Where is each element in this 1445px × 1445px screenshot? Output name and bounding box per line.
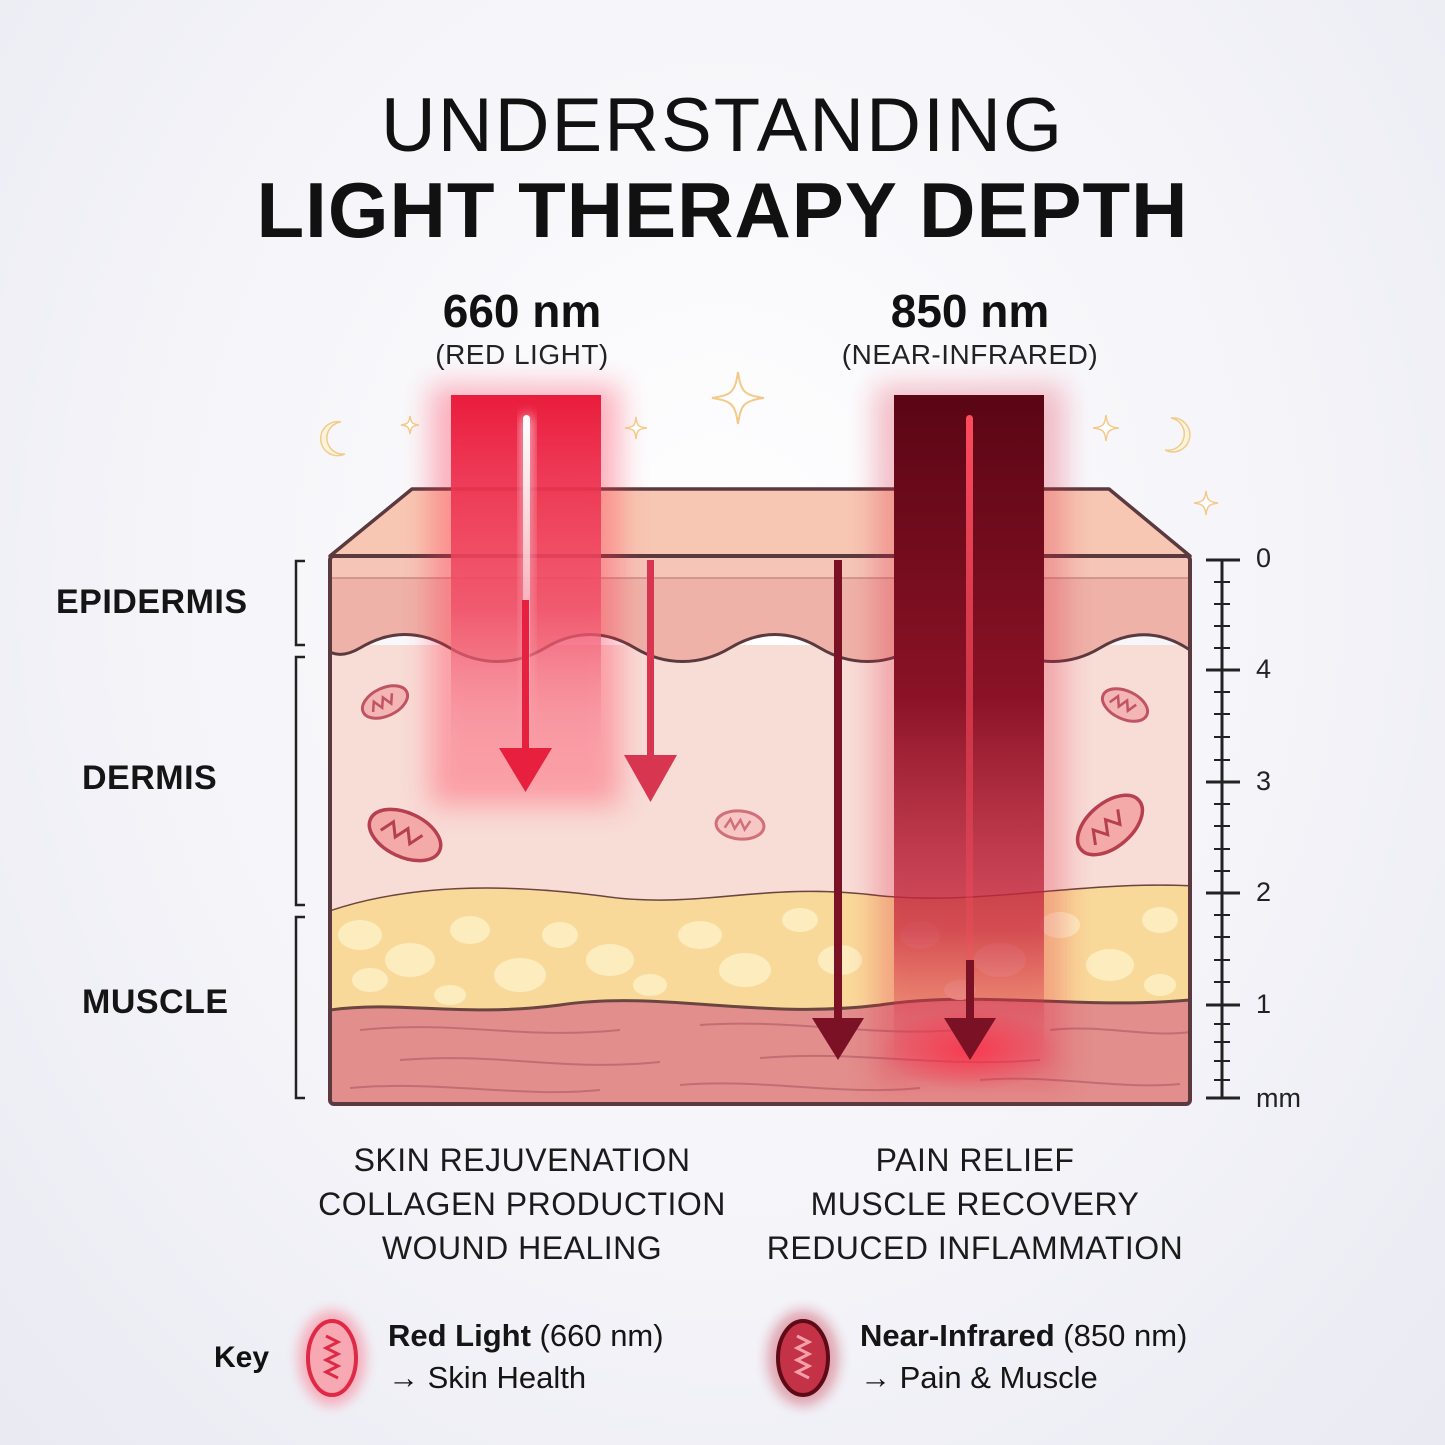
benefit-item: COLLAGEN PRODUCTION (318, 1186, 726, 1222)
red-wavelength-subtitle: (RED LIGHT) (435, 339, 609, 370)
moon-icon (319, 420, 346, 457)
key-item-nir: Near-Infrared (850 nm) → Pain & Muscle (860, 1318, 1187, 1396)
nir-wavelength-subtitle: (NEAR-INFRARED) (841, 339, 1099, 370)
arrow-down-icon (499, 600, 552, 792)
mitochondria-icon (1100, 687, 1150, 723)
muscle-fibers (349, 1022, 1190, 1094)
depth-scale (1206, 558, 1240, 1100)
title-line-1: UNDERSTANDING (380, 83, 1065, 168)
key-title: Key (214, 1341, 270, 1374)
sparkle-icon (1092, 414, 1120, 442)
scale-label-4: 4 (1256, 654, 1272, 684)
nir-wavelength-value: 850 nm (890, 285, 1050, 337)
title-line-2: LIGHT THERAPY DEPTH (256, 166, 1189, 254)
arrow-down-icon (944, 960, 996, 1060)
key-red-arrow: → (388, 1360, 419, 1395)
key-nir-arrow: → (860, 1360, 891, 1395)
sparkle-icon (1193, 490, 1219, 516)
key-red-detail: (660 nm) (530, 1318, 664, 1353)
key-red-name: Red Light (388, 1318, 531, 1353)
block-outline (328, 554, 1192, 1106)
mitochondria-icon (714, 809, 766, 841)
mitochondria-icon (298, 1310, 366, 1406)
moon-icon (1164, 417, 1191, 453)
benefit-item: PAIN RELIEF (875, 1142, 1075, 1178)
benefit-item: WOUND HEALING (381, 1230, 663, 1266)
sparkle-icon (711, 371, 765, 425)
red-wavelength-value: 660 nm (442, 285, 602, 337)
key-item-red: Red Light (660 nm) → Skin Health (388, 1318, 664, 1396)
mitochondria-icon (767, 1310, 839, 1406)
scale-unit: mm (1256, 1083, 1301, 1113)
benefit-item: REDUCED INFLAMMATION (766, 1230, 1184, 1266)
benefit-item: MUSCLE RECOVERY (810, 1186, 1140, 1222)
arrow-down-icon (624, 560, 677, 802)
mitochondria-icon (360, 684, 410, 720)
scale-label-1: 1 (1256, 989, 1272, 1019)
benefit-item: SKIN REJUVENATION (353, 1142, 691, 1178)
key-nir-name: Near-Infrared (860, 1318, 1055, 1353)
sparkle-icon (400, 415, 420, 435)
scale-label-2: 2 (1256, 877, 1272, 907)
arrow-down-icon (812, 560, 864, 1060)
nir-benefits: PAIN RELIEF MUSCLE RECOVERY REDUCED INFL… (725, 1138, 1225, 1270)
layer-label-dermis: DERMIS (82, 759, 218, 797)
sparkle-icon (624, 416, 648, 440)
key-red-effect: Skin Health (419, 1360, 587, 1395)
red-light-beam (430, 385, 620, 805)
scale-label-3: 3 (1256, 766, 1272, 796)
red-benefits: SKIN REJUVENATION COLLAGEN PRODUCTION WO… (272, 1138, 772, 1270)
mitochondria-icon (1075, 793, 1145, 857)
key-nir-detail: (850 nm) (1054, 1318, 1188, 1353)
layer-label-epidermis: EPIDERMIS (56, 583, 248, 621)
scale-label-0: 0 (1256, 543, 1272, 573)
mitochondria-icon (367, 807, 443, 863)
layer-label-muscle: MUSCLE (82, 983, 229, 1021)
layer-brackets (294, 559, 305, 1100)
key-nir-effect: Pain & Muscle (891, 1360, 1098, 1395)
